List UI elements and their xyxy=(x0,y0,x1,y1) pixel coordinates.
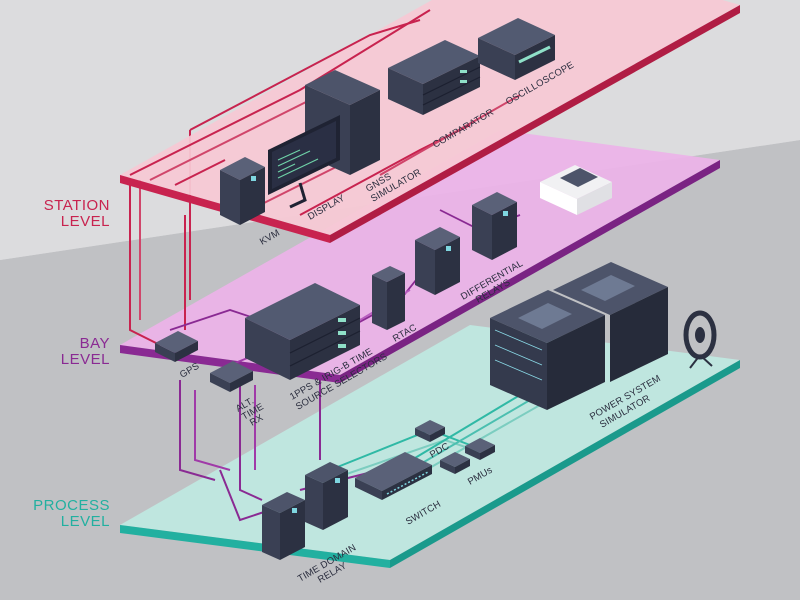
comparator-stack[interactable] xyxy=(388,40,481,115)
open-box xyxy=(540,165,612,215)
bay-level-label-line2: LEVEL xyxy=(61,351,110,368)
station-cables xyxy=(129,9,521,216)
oscilloscope-device[interactable] xyxy=(478,18,555,80)
station-level-label-line2: LEVEL xyxy=(61,213,110,230)
power-system-simulator-rack-1[interactable] xyxy=(490,290,605,410)
bay-level-label: BAY LEVEL xyxy=(61,335,110,368)
pmu-device-1[interactable] xyxy=(440,452,470,474)
station-level-label: STATION LEVEL xyxy=(44,197,110,230)
station-level-label-line1: STATION xyxy=(44,197,110,214)
pmu-device-2[interactable] xyxy=(465,438,495,460)
process-level-label-line1: PROCESS xyxy=(33,497,110,514)
bay-level-label-line1: BAY xyxy=(80,335,110,352)
time-source-selectors-stack[interactable] xyxy=(245,283,361,380)
cable-reel xyxy=(683,310,717,369)
differential-relay-2[interactable] xyxy=(472,192,517,260)
network-switch[interactable] xyxy=(355,452,432,500)
rtac-device[interactable] xyxy=(372,266,405,330)
differential-relay-1[interactable] xyxy=(415,227,460,295)
time-domain-relay-2[interactable] xyxy=(305,462,348,530)
kvm-device[interactable] xyxy=(220,157,265,225)
power-system-simulator-rack-2[interactable] xyxy=(553,262,668,382)
pdc-device[interactable] xyxy=(415,420,445,442)
process-level-label-line2: LEVEL xyxy=(61,513,110,530)
process-level-label: PROCESS LEVEL xyxy=(33,497,110,530)
time-domain-relay-1[interactable] xyxy=(262,492,305,560)
gps-device[interactable] xyxy=(155,331,198,362)
alt-time-rx-device[interactable] xyxy=(210,361,253,392)
display-monitor[interactable] xyxy=(268,115,340,209)
